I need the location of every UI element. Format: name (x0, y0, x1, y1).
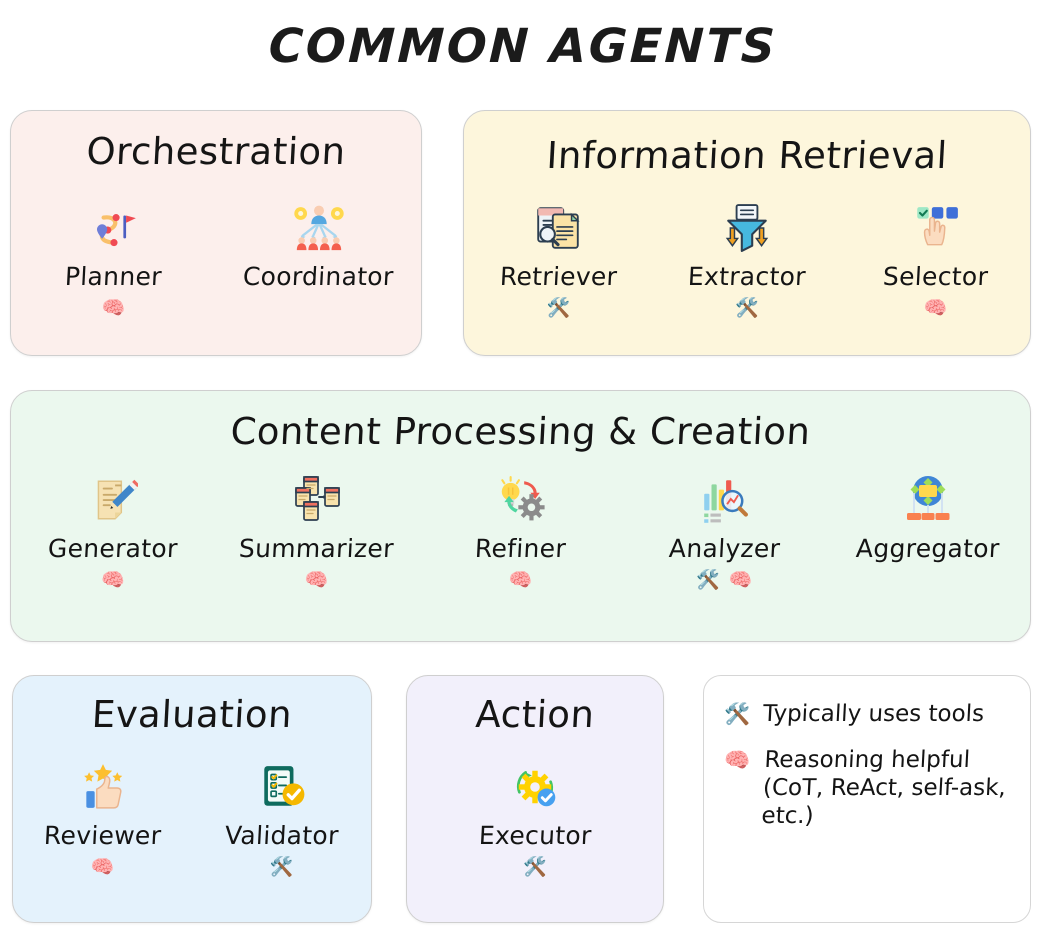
agent-label: Validator (223, 820, 340, 850)
agent-label: Refiner (474, 533, 567, 563)
card-action-title: Action (474, 693, 596, 736)
tools-icon: 🛠️ (523, 856, 547, 879)
agent-badges: 🧠 (91, 856, 115, 880)
agent-badges: 🛠️ (547, 297, 571, 321)
thumbs-up-stars-icon (78, 761, 128, 813)
agent-label: Summarizer (238, 533, 395, 563)
agent-label: Aggregator (855, 533, 1001, 563)
brain-icon: 🧠 (90, 856, 115, 879)
agent-aggregator[interactable]: Aggregator (826, 474, 1030, 593)
legend-label: Reasoning helpful (CoT, ReAct, self-ask,… (761, 747, 1007, 830)
brain-icon: 🧠 (101, 297, 126, 320)
agent-label: Planner (64, 261, 163, 291)
card-orchestration: Orchestration Planner 🧠 (10, 110, 422, 356)
agent-badges: 🧠 (924, 297, 948, 321)
bulb-gear-icon (495, 474, 546, 526)
agent-planner[interactable]: Planner 🧠 (11, 202, 216, 321)
legend-label: Typically uses tools (762, 701, 985, 727)
agent-reviewer[interactable]: Reviewer 🧠 (13, 761, 192, 880)
agent-extractor[interactable]: Extractor 🛠️ (653, 202, 842, 321)
card-retrieval-title: Information Retrieval (545, 134, 949, 177)
agent-label: Retriever (498, 261, 618, 291)
brain-icon: 🧠 (724, 748, 751, 773)
card-content-items: Generator 🧠 (11, 474, 1030, 593)
brain-icon: 🧠 (728, 569, 753, 592)
card-information-retrieval: Information Retrieval (463, 110, 1031, 356)
agent-label: Extractor (687, 261, 807, 291)
tools-icon: 🛠️ (724, 702, 751, 726)
agent-badges: 🧠 (509, 569, 533, 593)
agent-validator[interactable]: Validator 🛠️ (192, 761, 371, 880)
agent-label: Coordinator (242, 261, 395, 291)
agent-badges: 🧠 (101, 569, 125, 593)
agent-summarizer[interactable]: Summarizer 🧠 (215, 474, 419, 593)
org-chart-icon (292, 202, 346, 254)
bar-chart-magnifier-icon (699, 474, 749, 526)
aggregate-node-icon (902, 474, 954, 526)
agent-label: Executor (477, 820, 593, 850)
checkbox-select-icon (911, 202, 961, 254)
agent-label: Analyzer (667, 533, 781, 563)
agent-generator[interactable]: Generator 🧠 (11, 474, 215, 593)
agent-refiner[interactable]: Refiner 🧠 (419, 474, 623, 593)
agent-label: Selector (882, 261, 989, 291)
tools-icon: 🛠️ (546, 297, 571, 320)
card-content-processing: Content Processing & Creation (10, 390, 1031, 642)
card-evaluation-title: Evaluation (90, 693, 294, 736)
agent-selector[interactable]: Selector 🧠 (841, 202, 1030, 321)
agent-executor[interactable]: Executor 🛠️ (407, 761, 663, 880)
card-evaluation: Evaluation Reviewer 🧠 (12, 675, 372, 923)
agent-badges: 🛠️ 🧠 (696, 569, 752, 593)
card-evaluation-items: Reviewer 🧠 (13, 761, 371, 880)
card-content-title: Content Processing & Creation (229, 410, 812, 453)
documents-merge-icon (291, 474, 343, 526)
tools-icon: 🛠️ (696, 569, 720, 592)
brain-icon: 🧠 (923, 297, 948, 320)
route-planner-icon (89, 202, 139, 254)
gear-cycle-check-icon (510, 761, 560, 813)
agent-label: Generator (47, 533, 179, 563)
card-orchestration-items: Planner 🧠 (11, 202, 421, 321)
brain-icon: 🧠 (304, 569, 329, 592)
card-orchestration-title: Orchestration (85, 130, 347, 173)
agent-retriever[interactable]: Retriever 🛠️ (464, 202, 653, 321)
agent-coordinator[interactable]: Coordinator (216, 202, 421, 321)
agent-badges: 🛠️ (735, 297, 759, 321)
agent-badges: 🛠️ (523, 856, 547, 880)
legend-row-tools: 🛠️ Typically uses tools (724, 700, 1012, 728)
memo-pencil-icon (88, 474, 138, 526)
card-retrieval-items: Retriever 🛠️ (464, 202, 1030, 321)
agent-badges: 🧠 (305, 569, 329, 593)
agent-badges: 🧠 (102, 297, 126, 321)
tools-icon: 🛠️ (269, 856, 294, 879)
card-action: Action (406, 675, 664, 923)
brain-icon: 🧠 (101, 569, 125, 592)
funnel-icon (722, 202, 772, 254)
agent-label: Reviewer (43, 820, 162, 850)
legend-card: 🛠️ Typically uses tools 🧠 Reasoning help… (703, 675, 1031, 923)
card-action-items: Executor 🛠️ (407, 761, 663, 880)
legend-row-reasoning: 🧠 Reasoning helpful (CoT, ReAct, self-as… (724, 746, 1012, 830)
checklist-check-icon (257, 761, 307, 813)
brain-icon: 🧠 (508, 569, 533, 592)
tools-icon: 🛠️ (735, 297, 759, 320)
agent-badges: 🛠️ (270, 856, 294, 880)
documents-magnifier-icon (533, 202, 583, 254)
agent-analyzer[interactable]: Analyzer 🛠️ 🧠 (622, 474, 826, 593)
page-title: COMMON AGENTS (267, 19, 779, 74)
